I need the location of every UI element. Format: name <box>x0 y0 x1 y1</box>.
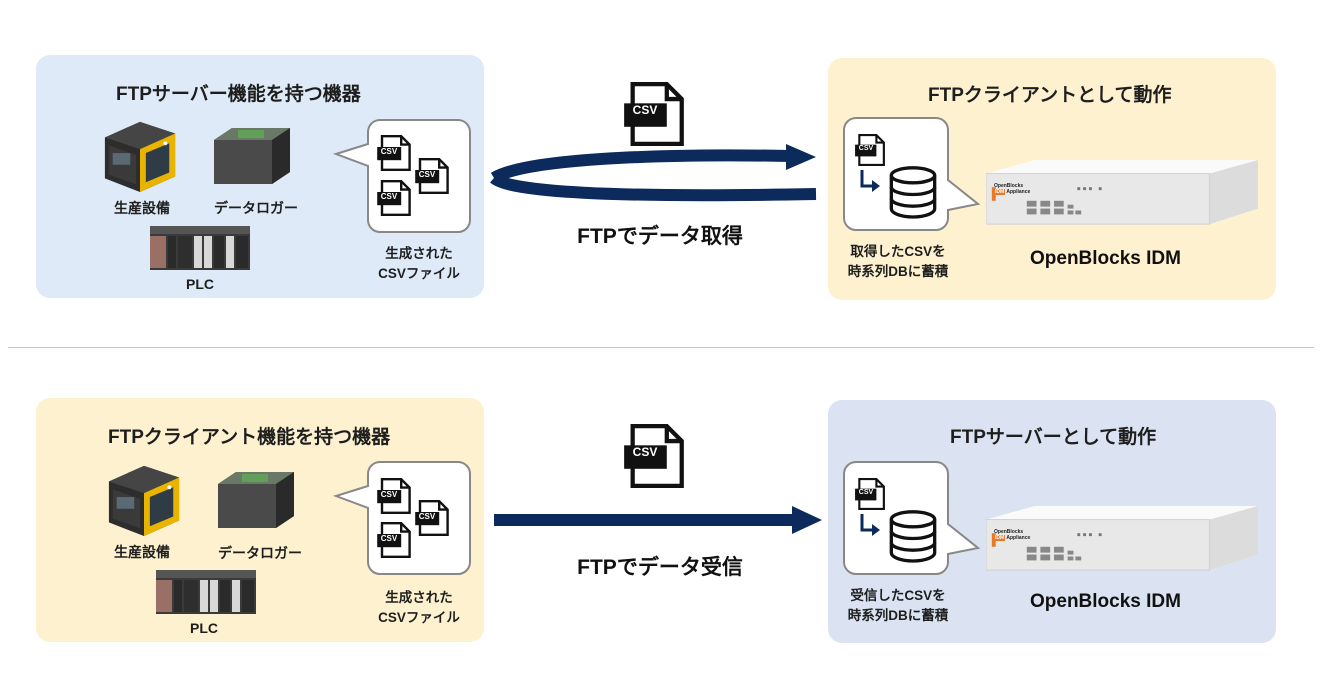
brand-line2: IDM Appliance <box>994 189 1030 195</box>
csv-tag: CSV <box>858 489 874 496</box>
generated-line2: CSVファイル <box>378 610 460 625</box>
appliance-brand: OpenBlocks IDM Appliance <box>994 183 1030 195</box>
production-equipment-label: 生産設備 <box>114 200 170 216</box>
brand-line2: IDM Appliance <box>994 535 1030 541</box>
generated-line1: 生成された <box>385 590 453 605</box>
data-logger-label: データロガー <box>218 545 302 561</box>
csv-tag: CSV <box>380 147 398 156</box>
generated-line1: 生成された <box>385 246 453 261</box>
csv-tag: CSV <box>418 170 436 179</box>
product-name: OpenBlocks IDM <box>1030 248 1181 269</box>
data-logger-icon <box>212 126 292 186</box>
brand-appliance: Appliance <box>1006 535 1031 541</box>
store-label: 受信したCSVを 時系列DBに蓄積 <box>836 586 960 626</box>
top-idm-panel-title: FTPクライアントとして動作 <box>928 85 1172 106</box>
generated-csv-label: 生成された CSVファイル <box>364 244 474 284</box>
receive-arrow <box>494 506 822 534</box>
bottom-idm-panel-title: FTPサーバーとして動作 <box>950 427 1157 448</box>
store-line2: 時系列DBに蓄積 <box>847 608 949 623</box>
fetch-caption: FTPでデータ取得 <box>577 225 743 248</box>
plc-icon <box>156 570 256 614</box>
generated-line2: CSVファイル <box>378 266 460 281</box>
data-logger-icon <box>216 470 296 530</box>
csv-tag: CSV <box>380 534 398 543</box>
appliance-brand: OpenBlocks IDM Appliance <box>994 529 1030 541</box>
database-icon <box>888 164 938 220</box>
fetch-arrow <box>490 144 817 202</box>
speech-bubble <box>332 461 471 575</box>
bottom-device-panel-title: FTPクライアント機能を持つ機器 <box>108 427 391 448</box>
plc-label: PLC <box>190 620 218 636</box>
transfer-csv-tag: CSV <box>632 103 658 117</box>
database-icon <box>888 508 938 564</box>
production-equipment-label: 生産設備 <box>114 544 170 560</box>
store-line1: 受信したCSVを <box>850 588 946 603</box>
brand-line1: OpenBlocks <box>994 183 1024 189</box>
production-machine-icon <box>104 460 184 538</box>
production-machine-icon <box>100 116 180 194</box>
plc-label: PLC <box>186 276 214 292</box>
brand-idm: IDM <box>994 189 1006 195</box>
csv-tag: CSV <box>380 490 398 499</box>
receive-caption: FTPでデータ受信 <box>577 556 743 579</box>
brand-appliance: Appliance <box>1006 189 1031 195</box>
csv-tag: CSV <box>418 512 436 521</box>
transfer-csv-tag: CSV <box>632 445 658 459</box>
product-name: OpenBlocks IDM <box>1030 591 1181 612</box>
plc-icon <box>150 226 250 270</box>
top-device-panel-title: FTPサーバー機能を持つ機器 <box>116 84 361 105</box>
section-divider <box>8 347 1314 348</box>
store-line1: 取得したCSVを <box>850 244 946 259</box>
csv-tag: CSV <box>380 192 398 201</box>
csv-tag: CSV <box>858 145 874 152</box>
speech-bubble <box>332 119 471 233</box>
store-label: 取得したCSVを 時系列DBに蓄積 <box>836 242 960 282</box>
brand-idm: IDM <box>994 535 1006 541</box>
store-line2: 時系列DBに蓄積 <box>847 264 949 279</box>
generated-csv-label: 生成された CSVファイル <box>364 588 474 628</box>
down-right-arrow-icon <box>860 514 880 536</box>
down-right-arrow-icon <box>860 170 880 192</box>
data-logger-label: データロガー <box>214 200 298 216</box>
brand-line1: OpenBlocks <box>994 529 1024 535</box>
